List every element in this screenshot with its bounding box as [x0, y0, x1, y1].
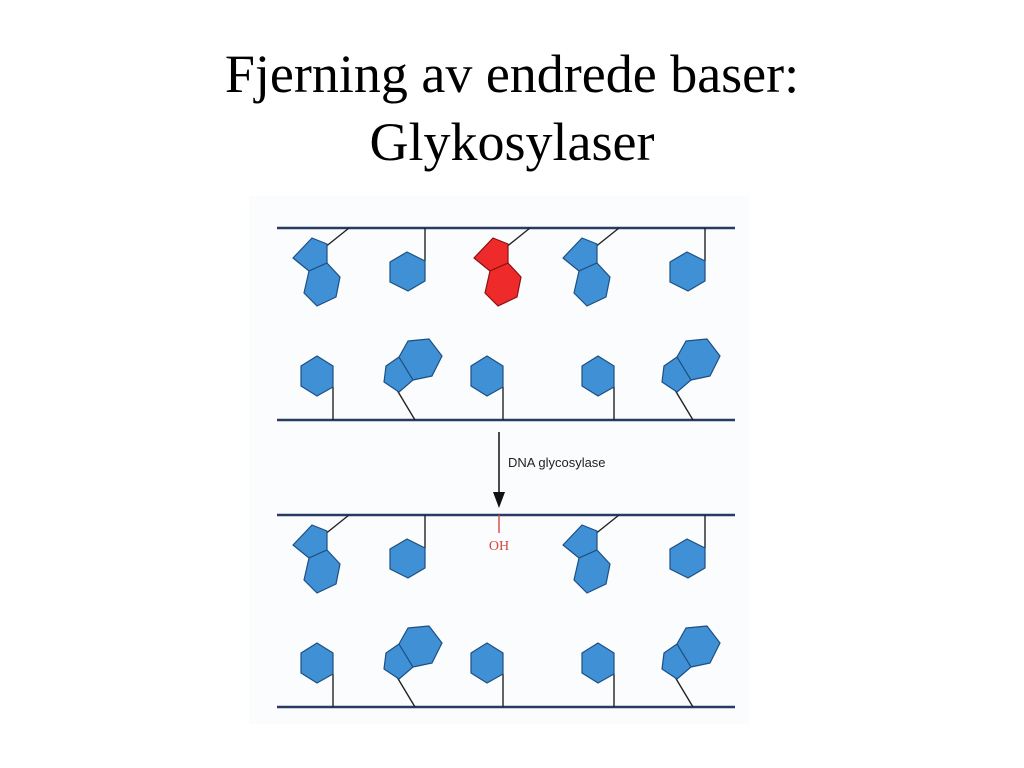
- base-pyrimidine: [470, 355, 504, 420]
- dna-glycosylase-figure: DNA glycosylase OH: [249, 196, 749, 724]
- base-pyrimidine: [669, 228, 706, 292]
- dna-after-repair: OH: [277, 513, 735, 709]
- base-damaged-purine: [473, 227, 531, 307]
- base-pyrimidine: [300, 642, 334, 707]
- dna-diagram: DNA glycosylase OH: [277, 226, 735, 709]
- base-purine: [292, 514, 350, 594]
- base-purine: [562, 514, 620, 594]
- base-pyrimidine: [669, 515, 706, 579]
- slide-title-line-2: Glykosylaser: [369, 112, 655, 172]
- base-pyrimidine: [389, 515, 426, 579]
- base-pyrimidine: [470, 642, 504, 707]
- enzyme-label: DNA glycosylase: [508, 455, 606, 470]
- base-purine: [292, 227, 350, 307]
- base-purine: [562, 227, 620, 307]
- base-pyrimidine: [389, 228, 426, 292]
- reaction-arrow: DNA glycosylase: [493, 432, 606, 508]
- slide-title: Fjerning av endrede baser: Glykosylaser: [0, 40, 1024, 176]
- base-pyrimidine: [300, 355, 334, 420]
- abasic-site: OH: [489, 515, 509, 554]
- base-purine: [383, 625, 443, 708]
- base-purine: [661, 625, 721, 708]
- oh-group-label: OH: [489, 539, 509, 554]
- base-purine: [383, 338, 443, 421]
- dna-before-repair: [277, 226, 735, 422]
- base-purine: [661, 338, 721, 421]
- base-pyrimidine: [581, 355, 615, 420]
- slide-title-line-1: Fjerning av endrede baser:: [224, 44, 800, 104]
- base-pyrimidine: [581, 642, 615, 707]
